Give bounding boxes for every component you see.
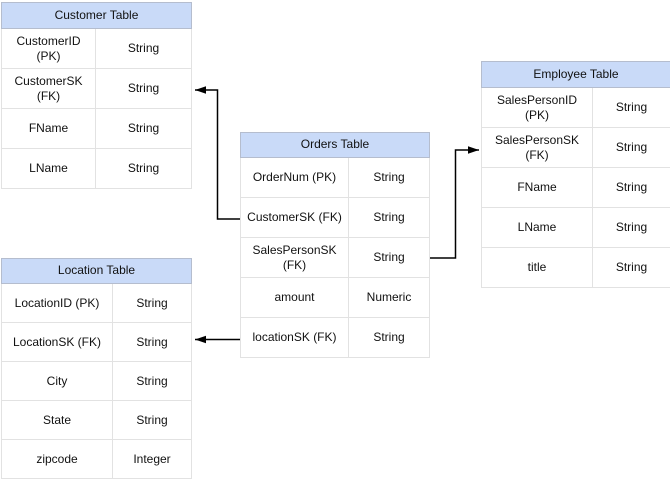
field-cell: FName: [482, 168, 593, 207]
field-cell: LName: [2, 149, 96, 188]
type-cell: Numeric: [366, 290, 412, 304]
table-row: SalesPersonSK (FK) String: [482, 128, 670, 168]
table-row: zipcode Integer: [2, 440, 191, 479]
orders-to-employee-arrow[interactable]: [430, 146, 479, 259]
type-cell: String: [127, 161, 160, 175]
employee-table-node[interactable]: Employee Table SalesPersonID (PK) String…: [481, 61, 670, 288]
field-cell: CustomerSK (FK): [241, 198, 349, 237]
type-cell: Integer: [133, 451, 171, 466]
table-row: City String: [2, 362, 191, 401]
type-cell: String: [127, 41, 160, 55]
field-cell: LocationID (PK): [2, 284, 113, 322]
type-cell: String: [373, 330, 405, 344]
type-cell: String: [615, 140, 648, 154]
field-cell: LName: [482, 208, 593, 247]
table-row: locationSK (FK) String: [241, 318, 429, 358]
table-row: SalesPersonID (PK) String: [482, 88, 670, 128]
field-cell: locationSK (FK): [241, 318, 349, 357]
employee-table-title: Employee Table: [481, 61, 670, 88]
type-cell: String: [127, 121, 160, 135]
customer-table-node[interactable]: Customer Table CustomerID (PK) String Cu…: [1, 2, 192, 189]
table-row: CustomerSK (FK) String: [2, 69, 191, 109]
table-row: CustomerSK (FK) String: [241, 198, 429, 238]
orders-to-customer-arrow[interactable]: [195, 86, 240, 220]
type-cell: String: [136, 373, 168, 388]
field-cell: zipcode: [2, 440, 113, 478]
table-row: LName String: [482, 208, 670, 248]
field-cell: SalesPersonSK (FK): [482, 128, 593, 167]
table-row: LocationID (PK) String: [2, 284, 191, 323]
customer-table-body: CustomerID (PK) String CustomerSK (FK) S…: [1, 29, 192, 189]
orders-table-node[interactable]: Orders Table OrderNum (PK) String Custom…: [240, 132, 430, 358]
table-row: title String: [482, 248, 670, 288]
table-row: FName String: [2, 109, 191, 149]
orders-table-body: OrderNum (PK) String CustomerSK (FK) Str…: [240, 158, 430, 358]
field-cell: title: [482, 248, 593, 287]
field-cell: State: [2, 401, 113, 439]
field-cell: OrderNum (PK): [241, 158, 349, 197]
field-cell: SalesPersonID (PK): [482, 88, 593, 127]
table-row: State String: [2, 401, 191, 440]
type-cell: String: [127, 81, 160, 95]
type-cell: String: [373, 250, 405, 264]
location-table-title: Location Table: [1, 258, 192, 284]
type-cell: String: [615, 260, 648, 274]
table-row: FName String: [482, 168, 670, 208]
type-cell: String: [615, 100, 648, 114]
table-row: SalesPersonSK (FK) String: [241, 238, 429, 278]
table-row: amount Numeric: [241, 278, 429, 318]
table-row: LName String: [2, 149, 191, 189]
field-cell: SalesPersonSK (FK): [241, 238, 349, 277]
type-cell: String: [615, 220, 648, 234]
field-cell: CustomerSK (FK): [2, 69, 96, 108]
type-cell: String: [373, 210, 405, 224]
table-row: OrderNum (PK) String: [241, 158, 429, 198]
type-cell: String: [136, 334, 168, 349]
table-row: CustomerID (PK) String: [2, 29, 191, 69]
type-cell: String: [615, 180, 648, 194]
field-cell: FName: [2, 109, 96, 148]
customer-table-title: Customer Table: [1, 2, 192, 29]
field-cell: LocationSK (FK): [2, 323, 113, 361]
field-cell: City: [2, 362, 113, 400]
location-table-body: LocationID (PK) String LocationSK (FK) S…: [1, 284, 192, 479]
type-cell: String: [136, 412, 168, 427]
location-table-node[interactable]: Location Table LocationID (PK) String Lo…: [1, 258, 192, 479]
employee-table-body: SalesPersonID (PK) String SalesPersonSK …: [481, 88, 670, 288]
field-cell: CustomerID (PK): [2, 29, 96, 68]
orders-table-title: Orders Table: [240, 132, 430, 158]
type-cell: String: [373, 170, 405, 184]
field-cell: amount: [241, 278, 349, 317]
table-row: LocationSK (FK) String: [2, 323, 191, 362]
type-cell: String: [136, 295, 168, 310]
